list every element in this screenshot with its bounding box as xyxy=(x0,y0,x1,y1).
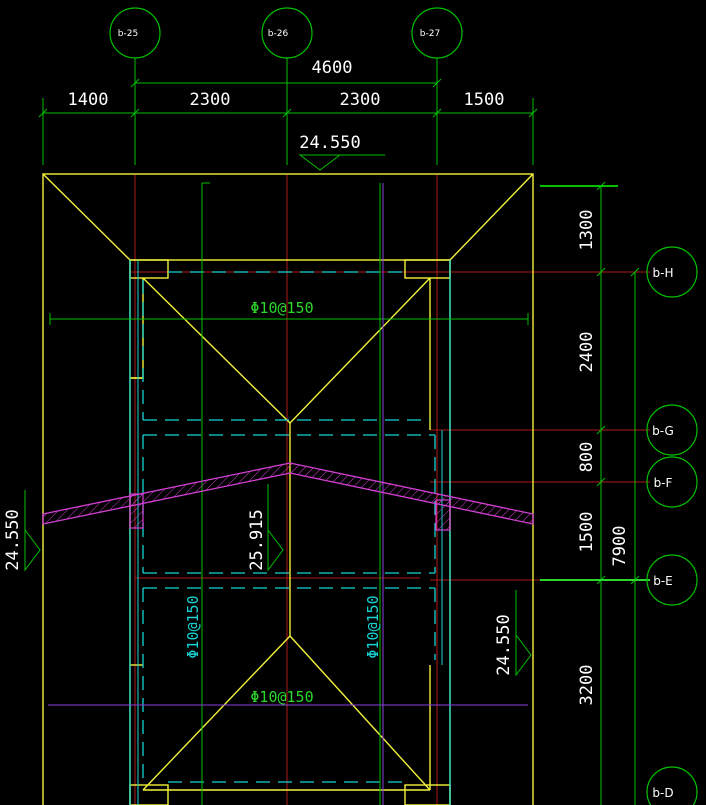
grid-label-b-D: b-D xyxy=(652,786,673,800)
grid-bubble-b-G: b-G xyxy=(646,404,698,456)
dim-segment-2300-right: 2300 xyxy=(340,90,381,110)
grid-label-b-H: b-H xyxy=(653,266,674,280)
grid-label-b-F: b-F xyxy=(654,476,673,490)
right-grid-axes: b-H b-G b-F b-E b-D xyxy=(646,246,698,805)
rebar-label-left-vertical: Φ10@150 xyxy=(184,595,202,658)
section-lines xyxy=(48,183,528,805)
elevation-label-top: 24.550 xyxy=(299,133,360,153)
roof-section-profile xyxy=(42,462,534,531)
dim-right-800: 800 xyxy=(577,442,597,473)
elevation-label-right: 24.550 xyxy=(494,614,514,675)
dim-overall-4600: 4600 xyxy=(312,58,353,78)
rebar-lines xyxy=(49,182,529,805)
grid-bubble-b-D: b-D xyxy=(646,766,698,805)
elevation-marker-ridge: 25.915 xyxy=(247,484,284,572)
elevation-marker-right: 24.550 xyxy=(494,590,532,677)
grid-bubble-b-E: b-E xyxy=(646,554,698,606)
cyan-walls xyxy=(129,260,451,805)
grid-label-b-26: b-26 xyxy=(268,29,289,39)
grid-label-b-27: b-27 xyxy=(420,29,440,39)
dim-right-3200: 3200 xyxy=(577,665,597,706)
rebar-label-upper: Φ10@150 xyxy=(250,299,313,317)
top-grid-axes: b-25 b-26 b-27 xyxy=(109,7,463,805)
grid-label-b-E: b-E xyxy=(653,574,673,588)
top-dimensions: 4600 1400 2300 2300 1500 xyxy=(38,58,538,165)
roof-outline xyxy=(42,173,534,805)
elevation-label-left: 24.550 xyxy=(3,509,23,570)
grid-bubble-b-25: b-25 xyxy=(109,7,161,59)
dim-right-1300: 1300 xyxy=(577,210,597,251)
grid-label-b-25: b-25 xyxy=(118,29,138,39)
rebar-label-lower: Φ10@150 xyxy=(250,688,313,706)
dim-segment-1500: 1500 xyxy=(464,90,505,110)
dim-segment-2300-left: 2300 xyxy=(190,90,231,110)
dim-right-1500: 1500 xyxy=(577,512,597,553)
dim-right-overall-7900: 7900 xyxy=(610,526,630,567)
dim-right-2400: 2400 xyxy=(577,332,597,373)
horizontal-grid-lines xyxy=(130,271,650,581)
grid-bubble-b-H: b-H xyxy=(646,246,698,298)
elevation-marker-top: 24.550 xyxy=(298,133,385,171)
grid-bubble-b-F: b-F xyxy=(646,456,698,508)
elevation-marker-left: 24.550 xyxy=(3,490,41,572)
dim-segment-1400: 1400 xyxy=(68,90,109,110)
elevation-label-ridge: 25.915 xyxy=(247,509,267,570)
grid-label-b-G: b-G xyxy=(652,424,674,438)
grid-bubble-b-27: b-27 xyxy=(411,7,463,59)
rebar-label-right-vertical: Φ10@150 xyxy=(364,595,382,658)
right-dimensions: 1300 2400 800 1500 3200 7900 xyxy=(540,181,650,805)
grid-bubble-b-26: b-26 xyxy=(261,7,313,59)
